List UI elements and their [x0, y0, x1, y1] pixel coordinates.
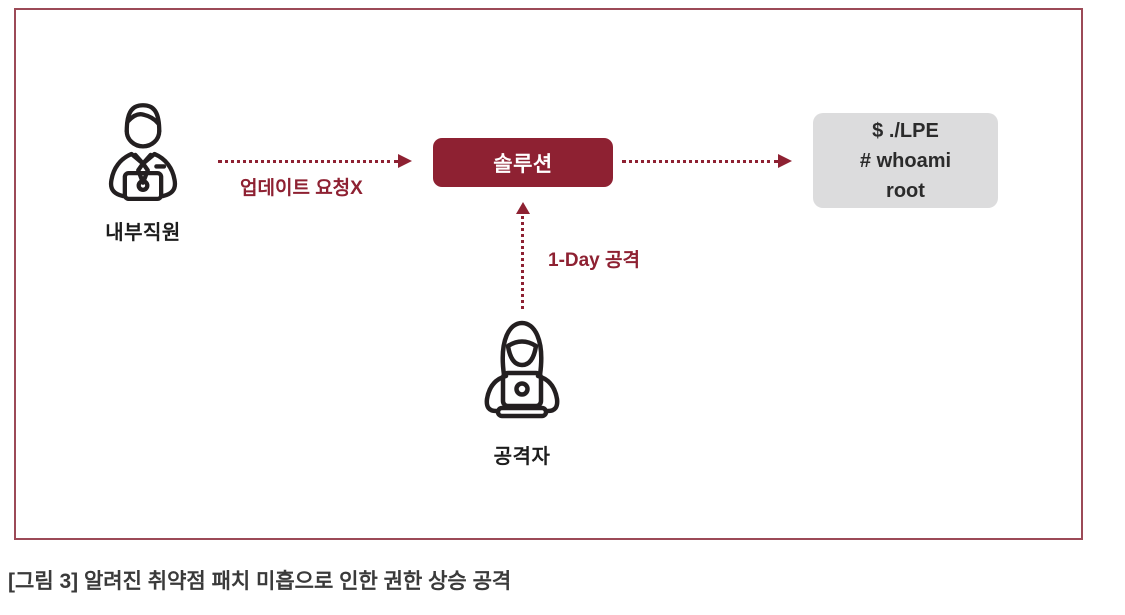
attack-arrow-line — [521, 216, 524, 309]
exploit-arrow-line — [622, 160, 778, 163]
attack-arrow-label: 1-Day 공격 — [548, 250, 640, 271]
update-arrow-line — [218, 160, 398, 163]
terminal-line-2: # whoami — [859, 149, 952, 172]
terminal-line-3: root — [886, 179, 925, 202]
employee-actor: 내부직원 — [87, 96, 199, 245]
attacker-actor: 공격자 — [466, 314, 578, 469]
update-arrow-label: 업데이트 요청X — [240, 178, 363, 199]
employee-icon — [108, 103, 178, 202]
update-arrow-head-icon — [398, 154, 412, 168]
solution-box: 솔루션 — [433, 138, 613, 187]
employee-label: 내부직원 — [105, 222, 181, 244]
attacker-icon — [484, 320, 560, 419]
terminal-line-1: $ ./LPE — [872, 119, 939, 142]
exploit-arrow-head-icon — [778, 154, 792, 168]
figure-caption: [그림 3] 알려진 취약점 패치 미흡으로 인한 권한 상승 공격 — [8, 570, 512, 593]
attacker-label: 공격자 — [493, 446, 551, 468]
attack-arrow-head-icon — [516, 202, 530, 214]
solution-label: 솔루션 — [493, 152, 553, 176]
terminal-output-box: $ ./LPE # whoami root — [813, 113, 998, 208]
diagram-frame — [14, 8, 1083, 540]
